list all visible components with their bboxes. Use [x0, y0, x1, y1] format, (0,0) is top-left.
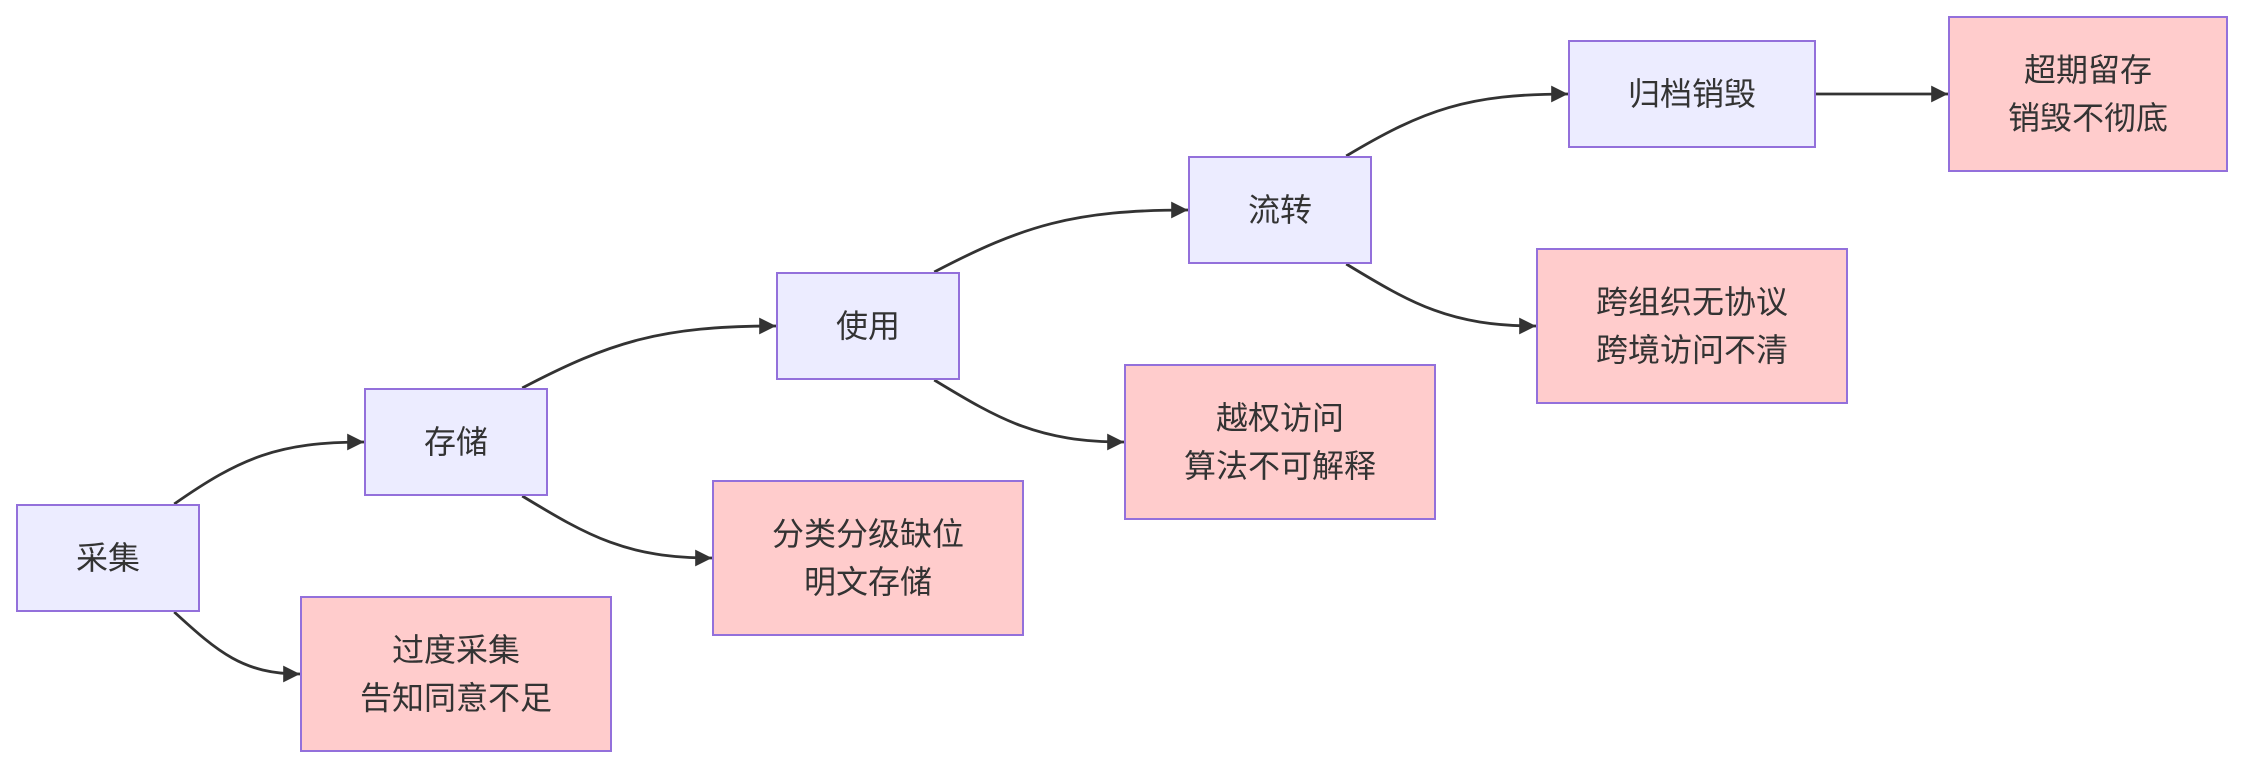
stage-node-use: 使用 — [776, 272, 960, 380]
risk-node-store: 分类分级缺位 明文存储 — [712, 480, 1024, 636]
edge-collect-to-risk-collect — [173, 610, 301, 683]
stage-node-collect: 采集 — [16, 504, 200, 612]
risk-node-collect: 过度采集 告知同意不足 — [300, 596, 612, 752]
edge-store-to-risk-store — [521, 494, 713, 567]
edge-use-to-transfer — [933, 201, 1189, 274]
risk-node-use: 越权访问 算法不可解释 — [1124, 364, 1436, 520]
risk-node-archive: 超期留存 销毁不彻底 — [1948, 16, 2228, 172]
edge-use-to-risk-use — [933, 378, 1125, 451]
edge-store-to-use — [521, 317, 777, 390]
edge-collect-to-store — [173, 433, 365, 506]
stage-node-archive: 归档销毁 — [1568, 40, 1816, 148]
edge-transfer-to-risk-transfer — [1345, 262, 1537, 335]
stage-node-store: 存储 — [364, 388, 548, 496]
risk-node-transfer: 跨组织无协议 跨境访问不清 — [1536, 248, 1848, 404]
stage-node-transfer: 流转 — [1188, 156, 1372, 264]
edge-transfer-to-archive — [1345, 85, 1569, 158]
